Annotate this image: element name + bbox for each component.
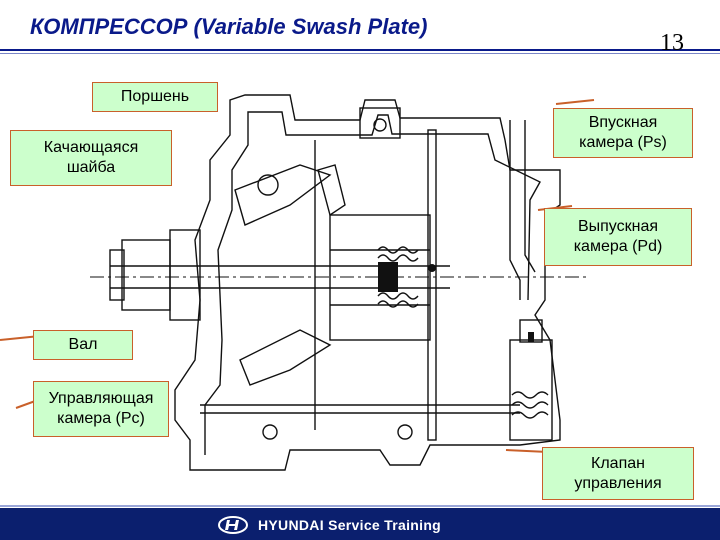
suction-chamber-label: Впускная камера (Ps) <box>553 108 693 158</box>
footer-brand-text: HYUNDAI Service Training <box>258 517 442 533</box>
footer-divider <box>0 505 720 507</box>
shaft-label: Вал <box>33 330 133 360</box>
piston-label: Поршень <box>92 82 218 112</box>
footer-bar <box>0 508 720 540</box>
title-divider-secondary <box>0 53 720 54</box>
hyundai-logo-icon <box>218 516 248 534</box>
title-divider <box>0 49 720 51</box>
page-number: 13 <box>660 30 684 56</box>
slide-title: КОМПРЕССОР (Variable Swash Plate) <box>30 14 428 39</box>
control-chamber-label: Управляющая камера (Pc) <box>33 381 169 437</box>
footer-brand: HYUNDAI Service Training <box>218 515 441 535</box>
swash-plate-label: Качающаяся шайба <box>10 130 172 186</box>
discharge-chamber-label: Выпускная камера (Pd) <box>544 208 692 266</box>
control-valve-label: Клапан управления <box>542 447 694 500</box>
